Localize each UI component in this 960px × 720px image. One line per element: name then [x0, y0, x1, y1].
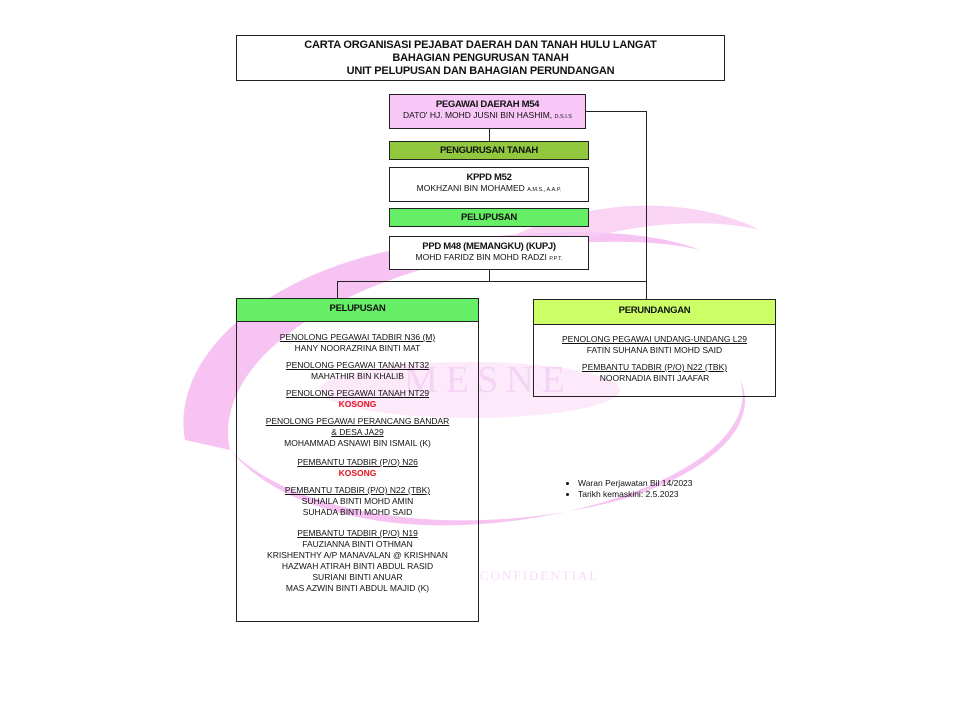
- position-title: PEMBANTU TADBIR (P/O) N19: [297, 528, 418, 538]
- note-updated-date: Tarikh kemaskini: 2.5.2023: [578, 489, 768, 500]
- chart-title-line-3: UNIT PELUPUSAN DAN BAHAGIAN PERUNDANGAN: [346, 65, 615, 77]
- vacant-label: KOSONG: [338, 468, 377, 478]
- pegawai-daerah-honorific: D.S.I.S: [554, 114, 572, 120]
- connector-pd-right-h: [586, 111, 646, 112]
- perundangan-unit-list: PENOLONG PEGAWAI UNDANG-UNDANG L29 FATIN…: [534, 325, 775, 384]
- staff-name: MAS AZWIN BINTI ABDUL MAJID (K): [285, 583, 430, 593]
- chart-title-line-2: BAHAGIAN PENGURUSAN TANAH: [392, 52, 569, 64]
- position-title: PEMBANTU TADBIR (P/O) N26: [297, 457, 418, 467]
- staff-name: HANY NOORAZRINA BINTI MAT: [294, 343, 421, 353]
- list-item: PEMBANTU TADBIR (P/O) N22 (TBK) NOORNADI…: [534, 362, 775, 384]
- notes-list: Waran Perjawatan Bil 14/2023 Tarikh kema…: [568, 478, 768, 500]
- connector-horizontal-units: [337, 281, 647, 282]
- watermark-tagline: CONFIDENTIAL: [480, 568, 600, 583]
- pelupusan-unit-header: PELUPUSAN: [237, 299, 478, 322]
- connector-to-pelupusan-unit: [337, 281, 338, 298]
- ppd-name: MOHD FARIDZ BIN MOHD RADZI: [415, 252, 547, 262]
- pengurusan-tanah-bar: PENGURUSAN TANAH: [389, 141, 589, 160]
- ppd-title: PPD M48 (MEMANGKU) (KUPJ): [422, 241, 556, 252]
- staff-name: NOORNADIA BINTI JAAFAR: [599, 373, 710, 383]
- staff-name: HAZWAH ATIRAH BINTI ABDUL RASID: [281, 561, 434, 571]
- list-item: PENOLONG PEGAWAI TANAH NT29 KOSONG: [237, 388, 478, 410]
- list-item: PENOLONG PEGAWAI TANAH NT32 MAHATHIR BIN…: [237, 360, 478, 382]
- position-title: PEMBANTU TADBIR (P/O) N22 (TBK): [284, 485, 431, 495]
- ppd-honorific: P.P.T.: [549, 256, 563, 262]
- list-item: PENOLONG PEGAWAI UNDANG-UNDANG L29 FATIN…: [534, 334, 775, 356]
- list-item: PEMBANTU TADBIR (P/O) N26 KOSONG: [237, 457, 478, 479]
- note-warrant: Waran Perjawatan Bil 14/2023: [578, 478, 768, 489]
- kppd-name: MOKHZANI BIN MOHAMED: [416, 183, 525, 193]
- pegawai-daerah-name-line: DATO' HJ. MOHD JUSNI BIN HASHIM, D.S.I.S: [390, 110, 585, 123]
- pegawai-daerah-box: PEGAWAI DAERAH M54 DATO' HJ. MOHD JUSNI …: [389, 94, 586, 129]
- ppd-box: PPD M48 (MEMANGKU) (KUPJ) MOHD FARIDZ BI…: [389, 236, 589, 270]
- position-title: PENOLONG PEGAWAI TANAH NT32: [285, 360, 430, 370]
- pelupusan-bar: PELUPUSAN: [389, 208, 589, 227]
- connector-ppd-down: [489, 270, 490, 281]
- list-item: PEMBANTU TADBIR (P/O) N22 (TBK) SUHAILA …: [237, 485, 478, 518]
- staff-name: FATIN SUHANA BINTI MOHD SAID: [586, 345, 723, 355]
- position-title: PENOLONG PEGAWAI TANAH NT29: [285, 388, 430, 398]
- chart-title-line-1: CARTA ORGANISASI PEJABAT DAERAH DAN TANA…: [304, 39, 657, 51]
- connector-pd-to-pengurusan: [489, 129, 490, 141]
- list-item: PEMBANTU TADBIR (P/O) N19 FAUZIANNA BINT…: [237, 528, 478, 594]
- position-title: PENOLONG PEGAWAI UNDANG-UNDANG L29: [562, 334, 747, 344]
- watermark-brand: MESNE: [404, 359, 573, 401]
- staff-name: SUHADA BINTI MOHD SAID: [302, 507, 413, 517]
- kppd-honorific: A.M.S., A.A.P.: [527, 187, 562, 193]
- pegawai-daerah-name: DATO' HJ. MOHD JUSNI BIN HASHIM,: [403, 110, 553, 120]
- chart-title-box: CARTA ORGANISASI PEJABAT DAERAH DAN TANA…: [236, 35, 725, 81]
- position-title: PEMBANTU TADBIR (P/O) N22 (TBK): [581, 362, 728, 372]
- pelupusan-unit-list: PENOLONG PEGAWAI TADBIR N36 (M) HANY NOO…: [237, 322, 478, 594]
- staff-name: MOHAMMAD ASNAWI BIN ISMAIL (K): [284, 438, 431, 448]
- staff-name: SURIANI BINTI ANUAR: [312, 572, 403, 582]
- perundangan-unit-box: PERUNDANGAN PENOLONG PEGAWAI UNDANG-UNDA…: [533, 299, 776, 397]
- vacant-label: KOSONG: [338, 399, 377, 409]
- connector-pd-right-v: [646, 111, 647, 299]
- pegawai-daerah-title: PEGAWAI DAERAH M54: [435, 99, 540, 110]
- staff-name: KRISHENTHY A/P MANAVALAN @ KRISHNAN: [267, 550, 448, 560]
- position-title: PENOLONG PEGAWAI TADBIR N36 (M): [279, 332, 436, 342]
- kppd-box: KPPD M52 MOKHZANI BIN MOHAMED A.M.S., A.…: [389, 167, 589, 202]
- kppd-name-line: MOKHZANI BIN MOHAMED A.M.S., A.A.P.: [390, 183, 588, 196]
- position-title: PENOLONG PEGAWAI PERANCANG BANDAR: [265, 416, 450, 426]
- staff-name: SUHAILA BINTI MOHD AMIN: [301, 496, 414, 506]
- kppd-title: KPPD M52: [466, 172, 512, 183]
- pelupusan-unit-box: PELUPUSAN PENOLONG PEGAWAI TADBIR N36 (M…: [236, 298, 479, 622]
- staff-name: FAUZIANNA BINTI OTHMAN: [302, 539, 413, 549]
- perundangan-unit-header: PERUNDANGAN: [534, 300, 775, 325]
- ppd-name-line: MOHD FARIDZ BIN MOHD RADZI P.P.T.: [390, 252, 588, 265]
- staff-name: MAHATHIR BIN KHALIB: [311, 371, 404, 381]
- list-item: PENOLONG PEGAWAI TADBIR N36 (M) HANY NOO…: [237, 332, 478, 354]
- position-title-cont: & DESA JA29: [331, 427, 384, 437]
- list-item: PENOLONG PEGAWAI PERANCANG BANDAR & DESA…: [237, 416, 478, 449]
